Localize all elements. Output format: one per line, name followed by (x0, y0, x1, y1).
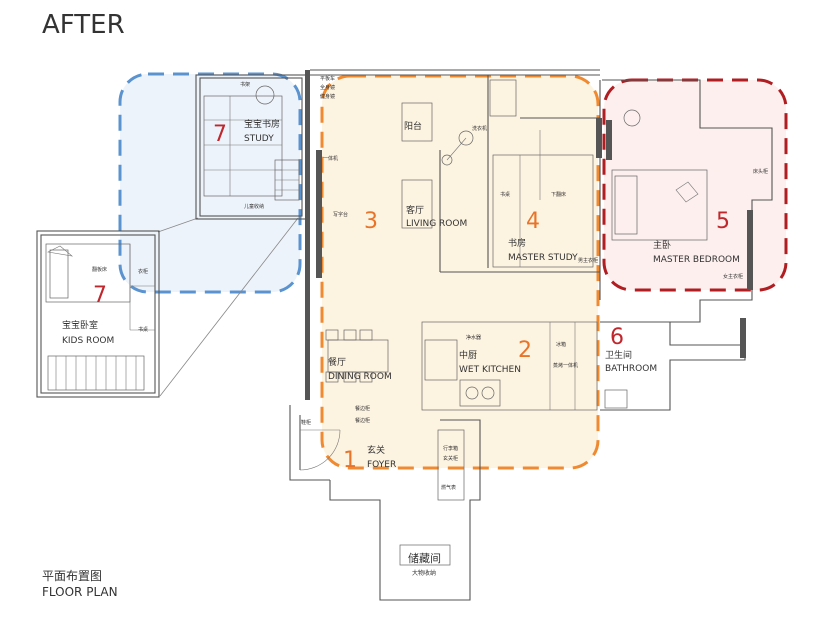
fixture-entry-cabinet: 玄关柜 (443, 455, 458, 462)
zone-number-2: 2 (518, 338, 532, 363)
fixture-desk: 书桌 (500, 191, 510, 198)
storage-cabinet-label: 大物收纳 (412, 569, 436, 577)
fixture-steam-oven: 蒸烤一体机 (553, 362, 578, 369)
fixture-flip-bed: 翻板床 (92, 266, 107, 273)
zone-number-6: 6 (610, 325, 624, 350)
study-label-en: STUDY (244, 134, 274, 144)
living-label-en: LIVING ROOM (406, 219, 467, 229)
fixture-integrated: 一体机 (323, 155, 338, 162)
zone-blue-highlight (118, 72, 302, 294)
zone-number-4: 4 (526, 209, 540, 234)
fixture-pingban: 平板车 (320, 75, 335, 82)
fixture-wardrobe: 衣柜 (138, 268, 148, 275)
kids-room-label-en: KIDS ROOM (62, 336, 114, 346)
fixture-shoe-cabinet: 鞋柜 (301, 419, 311, 426)
fixture-bookshelf: 书架 (240, 81, 250, 88)
foyer-label-cn: 玄关 (367, 444, 385, 456)
fixture-her-wardrobe: 女主衣柜 (723, 273, 743, 280)
fixture-nightstand: 床头柜 (753, 168, 768, 175)
kids-room-plan (36, 230, 160, 398)
foyer-label-en: FOYER (367, 460, 396, 470)
fixture-gas-meter: 燃气表 (441, 484, 456, 491)
fixture-water-purifier: 净水器 (466, 334, 481, 341)
zone-number-7a: 7 (213, 122, 227, 147)
master-study-label-en: MASTER STUDY (508, 253, 578, 263)
zone-number-7b: 7 (93, 283, 107, 308)
kitchen-label-en: WET KITCHEN (459, 365, 521, 375)
dining-label-en: DINING ROOM (328, 372, 392, 382)
study-label-cn: 宝宝书房 (244, 118, 280, 130)
fixture-writing-desk: 写字台 (333, 211, 348, 218)
fixture-washer: 洗衣机 (472, 125, 487, 132)
callout-line-bottom (159, 217, 299, 397)
zone-number-3: 3 (364, 209, 378, 234)
legend-cn: 平面布置图 (42, 569, 102, 583)
balcony-label: 阳台 (404, 120, 422, 132)
fixture-kids-storage: 儿童收纳 (244, 203, 264, 210)
dining-label-cn: 餐厅 (328, 356, 346, 368)
fixture-sideboard-2: 餐边柜 (355, 417, 370, 424)
master-study-label-cn: 书房 (508, 237, 526, 249)
page-title: AFTER (42, 10, 125, 40)
fixture-wardrobe-2: 书桌 (138, 326, 148, 333)
fixture-his-wardrobe: 男主衣柜 (578, 257, 598, 264)
kids-room-label-cn: 宝宝卧室 (62, 319, 98, 331)
main-walls (289, 69, 773, 601)
kids-study-plan (195, 74, 307, 220)
bathroom-label-en: BATHROOM (605, 364, 657, 374)
fixture-fold-bed: 下翻床 (551, 191, 566, 198)
zone-number-1: 1 (343, 448, 357, 473)
fixture-fridge: 冰箱 (556, 341, 566, 348)
callout-line-top (157, 217, 199, 233)
fixture-luggage: 行李箱 (443, 445, 458, 452)
bathroom-label-cn: 卫生间 (605, 349, 632, 361)
zone-number-5: 5 (716, 209, 730, 234)
fixture-jianshen: 健身镜 (320, 93, 335, 100)
storage-label: 储藏间 (408, 551, 441, 565)
fixture-sideboard: 餐边柜 (355, 405, 370, 412)
kitchen-label-cn: 中厨 (459, 349, 477, 361)
fixture-quanshen: 全身镜 (320, 84, 335, 91)
master-bedroom-label-en: MASTER BEDROOM (653, 255, 740, 265)
legend-en: FLOOR PLAN (42, 585, 118, 599)
master-bedroom-label-cn: 主卧 (653, 239, 671, 251)
living-label-cn: 客厅 (406, 204, 424, 216)
